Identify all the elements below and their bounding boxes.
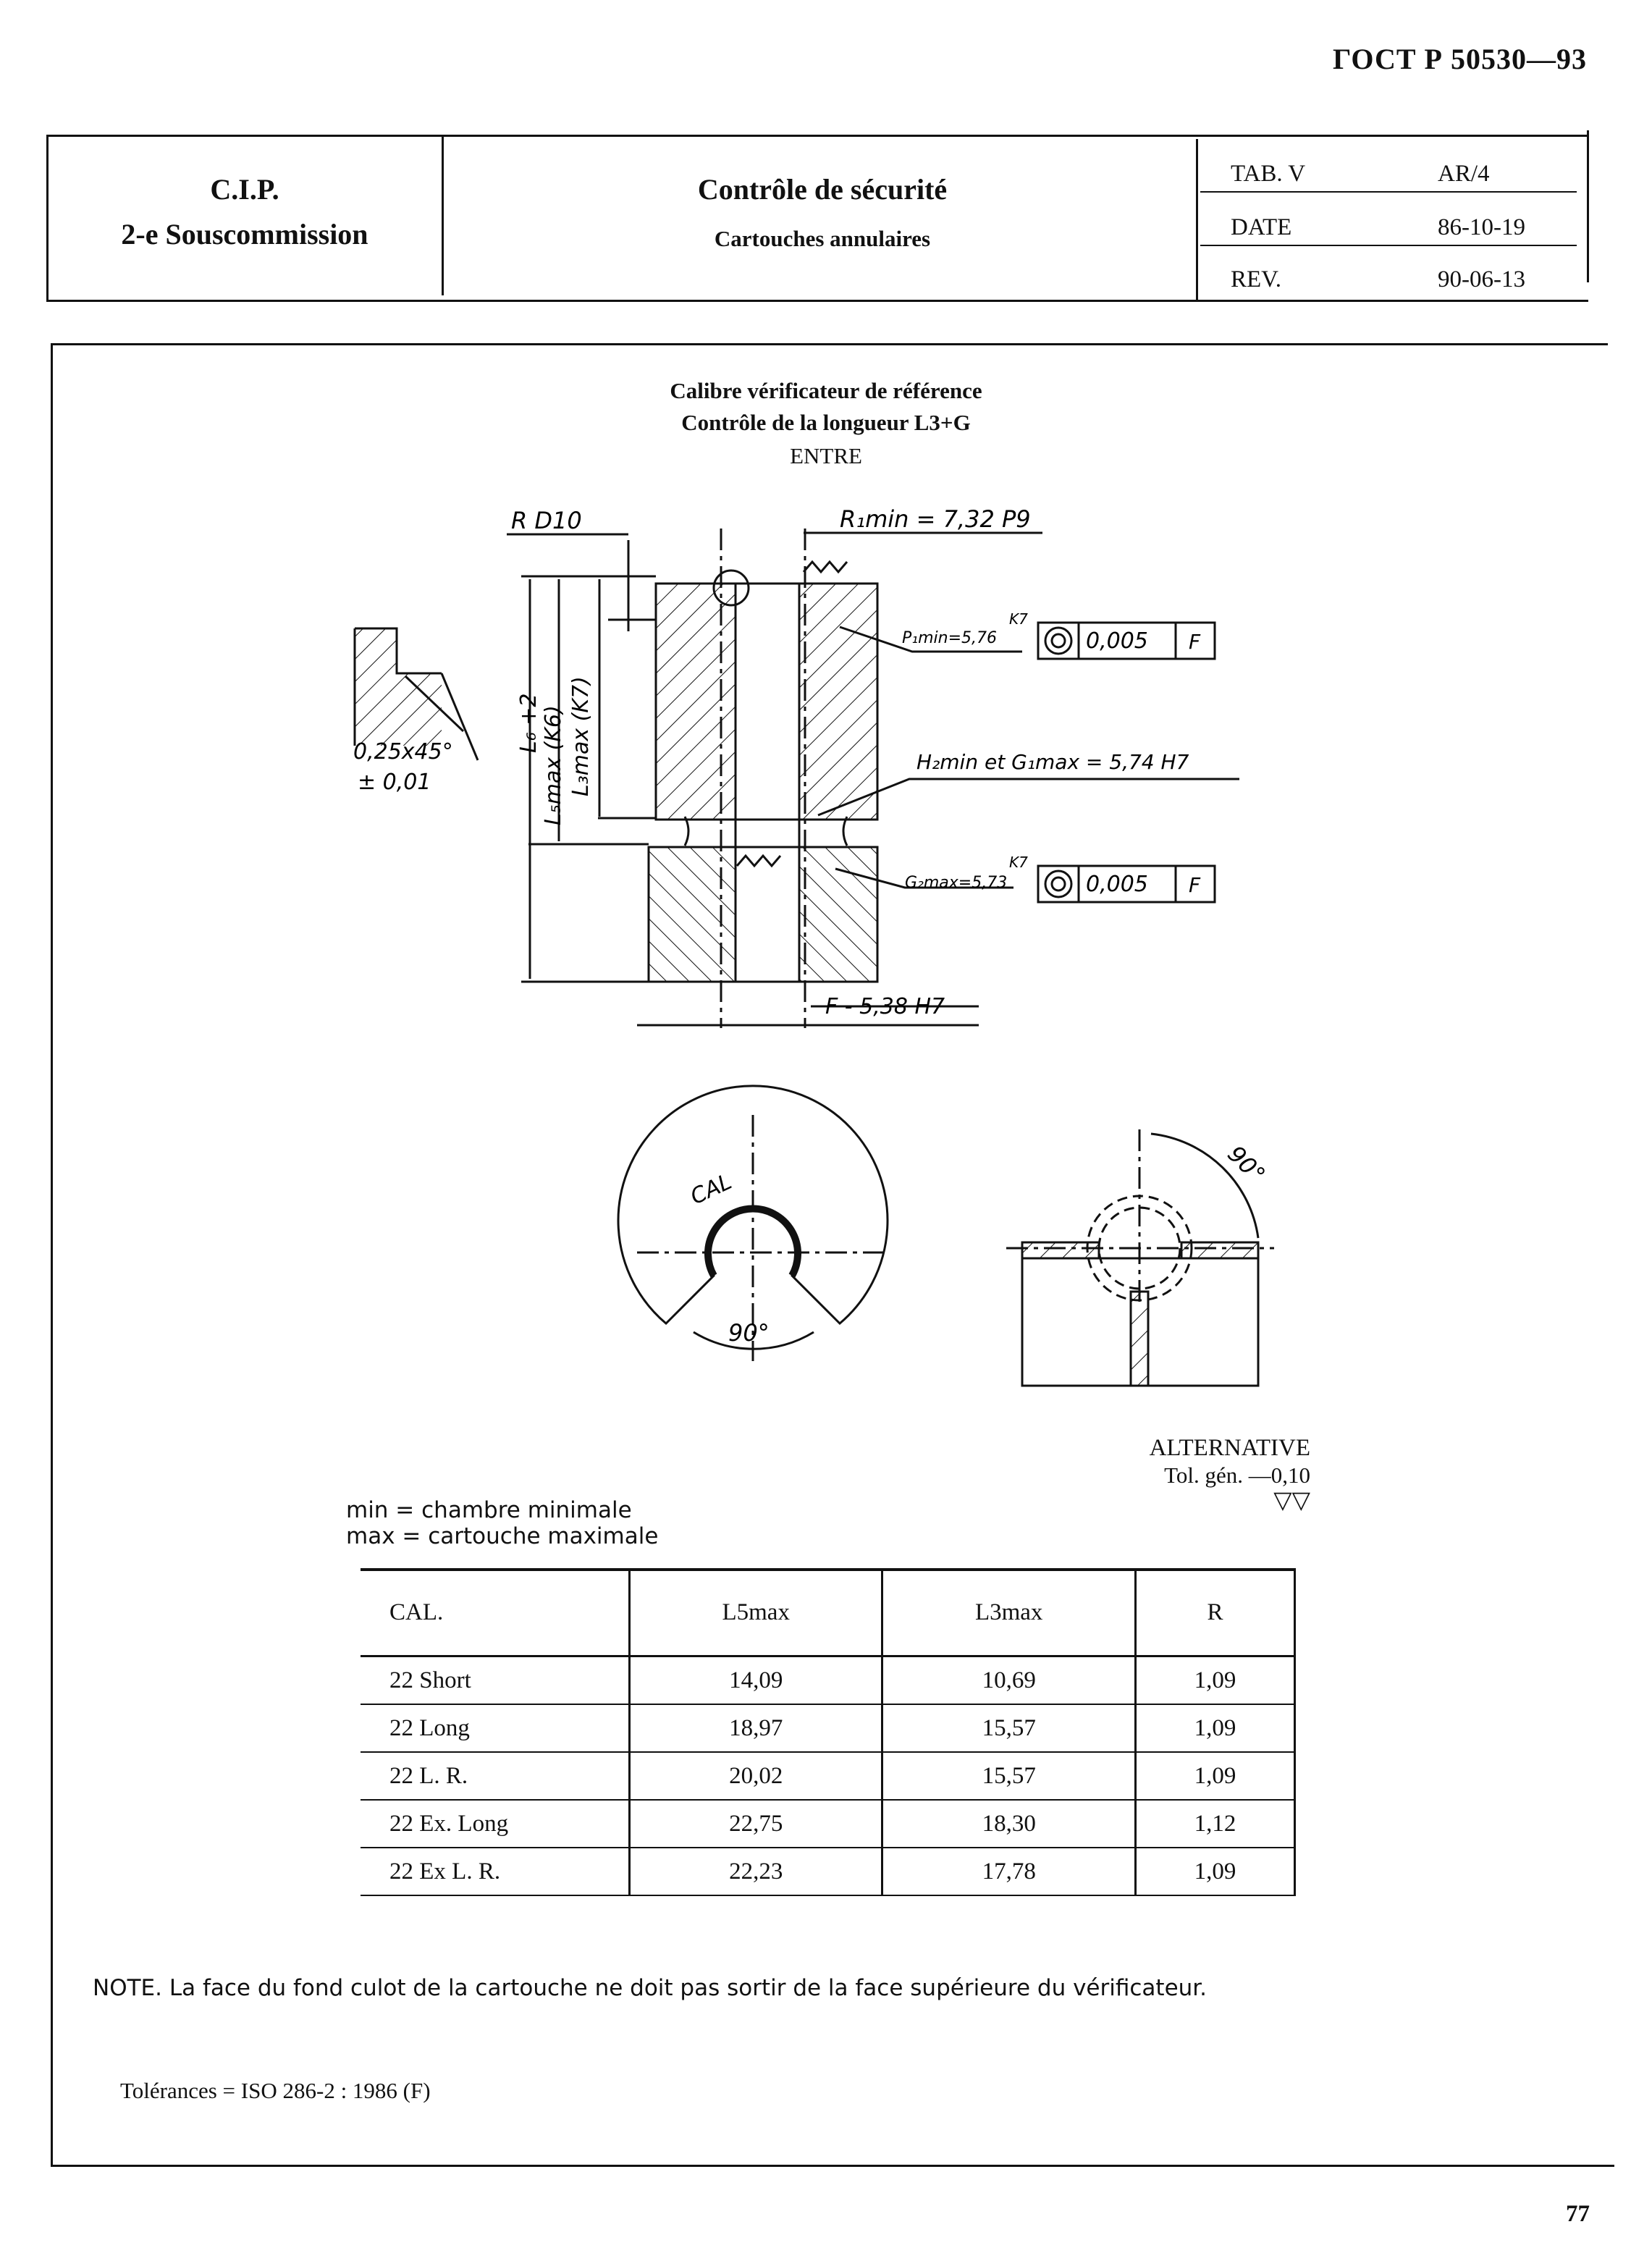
label-r1min: R₁min = 7,32 P9: [840, 505, 1031, 533]
standard-number: ГОСТ Р 50530—93: [1332, 43, 1587, 75]
feature-frame-a: [1037, 621, 1216, 660]
cell-cal: 22 L. R.: [361, 1752, 630, 1801]
tab-label: TAB. V: [1231, 161, 1306, 187]
date-value: 86-10-19: [1438, 214, 1525, 240]
lower-right-wall: [798, 846, 879, 983]
feature-frame-b: [1037, 864, 1216, 904]
label-chamfer: 0,25x45°: [353, 739, 453, 765]
tb-div-2: [1196, 139, 1198, 300]
legend-max: max = cartouche maximale: [346, 1523, 659, 1549]
table-row: 22 Ex L. R. 22,23 17,78 1,09: [361, 1848, 1297, 1896]
date-label: DATE: [1231, 214, 1292, 240]
drawing-title-2: Contrôle de la longueur L3+G: [681, 410, 971, 435]
doc-title: Contrôle de sécurité: [697, 173, 948, 206]
label-f-b: F: [1189, 873, 1201, 897]
table-row: 22 Ex. Long 22,75 18,30 1,12: [361, 1800, 1297, 1848]
label-f-a: F: [1189, 630, 1201, 654]
tb-right-line: [1587, 130, 1589, 282]
tolerances-text: Tolérances = ISO 286-2 : 1986 (F): [120, 2078, 431, 2103]
page-number: 77: [1566, 2201, 1590, 2227]
cell-r: 1,09: [1134, 1752, 1297, 1801]
tb-div-1: [442, 136, 444, 295]
label-h2min: H₂min et G₁max = 5,74 H7: [916, 750, 1189, 774]
drawing-title-3: ENTRE: [790, 443, 862, 468]
table-header-row: CAL. L5max L3max R: [361, 1570, 1297, 1657]
cell-cal: 22 Ex L. R.: [361, 1848, 630, 1896]
label-k7-b: K7: [1009, 854, 1028, 871]
cell-l5max: 20,02: [628, 1752, 882, 1801]
dimensions-table: CAL. L5max L3max R 22 Short 14,09 10,69 …: [361, 1570, 1297, 1896]
label-g2max: G₂max=5,73: [905, 874, 1007, 892]
table-row: 22 L. R. 20,02 15,57 1,09: [361, 1752, 1297, 1801]
legend-min: min = chambre minimale: [346, 1497, 632, 1523]
cell-cal: 22 Short: [361, 1656, 630, 1705]
surface-finish-mark: ▽▽: [1273, 1488, 1310, 1514]
cell-l3max: 15,57: [881, 1752, 1136, 1801]
cell-r: 1,09: [1134, 1656, 1297, 1705]
label-f-dim: F - 5,38 H7: [825, 994, 945, 1019]
tb-row-2: [1200, 245, 1577, 246]
drawing-frame: [51, 343, 1608, 2167]
cell-l3max: 10,69: [881, 1656, 1136, 1705]
label-l3max: L₃max (K7): [568, 676, 594, 796]
cell-cal: 22 Ex. Long: [361, 1800, 630, 1848]
drawing-title-1: Calibre vérificateur de référence: [670, 378, 982, 403]
label-tol-b: 0,005: [1086, 872, 1148, 897]
label-angle-a: 90°: [728, 1319, 770, 1347]
header-l5max: L5max: [628, 1570, 882, 1657]
frame-bottom-line: [51, 2165, 1614, 2167]
cell-r: 1,12: [1134, 1800, 1297, 1848]
table-row: 22 Short 14,09 10,69 1,09: [361, 1656, 1297, 1705]
upper-left-wall: [654, 582, 737, 821]
label-l5max: L₅max (K6): [541, 705, 566, 825]
label-r-d10: R D10: [511, 507, 582, 534]
note-text: NOTE. La face du fond culot de la cartou…: [93, 1975, 1208, 2001]
gauge-alternative-view: [1006, 1129, 1274, 1387]
cell-cal: 22 Long: [361, 1704, 630, 1753]
org-subcommission: 2-e Souscommission: [121, 218, 368, 250]
cell-l5max: 18,97: [628, 1704, 882, 1753]
cell-r: 1,09: [1134, 1704, 1297, 1753]
label-p1min: P₁min=5,76: [902, 629, 997, 647]
cell-r: 1,09: [1134, 1848, 1297, 1896]
cell-l3max: 17,78: [881, 1848, 1136, 1896]
label-angle-b: 90°: [1222, 1140, 1270, 1189]
tolerance-general: Tol. gén. —0,10: [1164, 1462, 1310, 1488]
cell-l5max: 14,09: [628, 1656, 882, 1705]
label-l6: L₆ +2: [516, 694, 541, 754]
header-r: R: [1134, 1570, 1297, 1657]
tb-top-line: [46, 135, 1588, 137]
tb-left-line: [46, 135, 49, 301]
tb-bottom-line: [46, 300, 1588, 302]
cell-l5max: 22,23: [628, 1848, 882, 1896]
label-k7-a: K7: [1009, 610, 1028, 628]
org-name: C.I.P.: [210, 173, 279, 206]
gauge-section-view: [353, 529, 1239, 1028]
cell-l3max: 18,30: [881, 1800, 1136, 1848]
header-l3max: L3max: [881, 1570, 1136, 1657]
label-cal: CAL: [687, 1169, 736, 1210]
tb-row-1: [1200, 191, 1577, 193]
alternative-label: ALTERNATIVE: [1149, 1435, 1310, 1461]
header-cal: CAL.: [361, 1570, 630, 1657]
lower-left-wall: [647, 846, 737, 983]
radius-detail-circle: [712, 569, 750, 607]
cell-l5max: 22,75: [628, 1800, 882, 1848]
rev-value: 90-06-13: [1438, 266, 1525, 292]
label-chamfer-tol: ± 0,01: [358, 770, 431, 795]
gauge-front-view: [617, 1085, 889, 1361]
upper-right-wall: [798, 582, 879, 821]
cell-l3max: 15,57: [881, 1704, 1136, 1753]
doc-subtitle: Cartouches annulaires: [714, 226, 931, 251]
rev-label: REV.: [1231, 266, 1281, 292]
label-tol-a: 0,005: [1086, 628, 1148, 654]
table-row: 22 Long 18,97 15,57 1,09: [361, 1704, 1297, 1753]
tab-value: AR/4: [1438, 161, 1490, 187]
